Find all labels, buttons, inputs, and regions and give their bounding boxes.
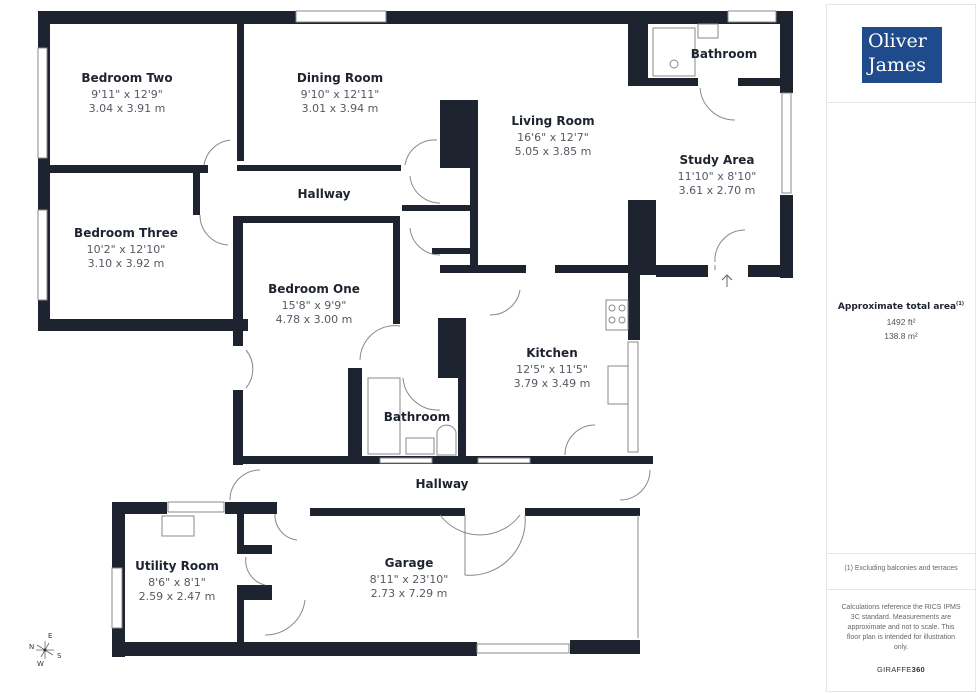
room-study-area-name: Study Area <box>680 153 755 167</box>
footnote: (1) Excluding balconies and terraces <box>844 565 958 572</box>
area-title: Approximate total area(1) <box>837 301 965 312</box>
svg-text:3.01 x 3.94 m: 3.01 x 3.94 m <box>302 102 379 115</box>
basin <box>697 23 719 39</box>
svg-text:16'6" x 12'7": 16'6" x 12'7" <box>517 131 589 144</box>
toilet-icon <box>436 424 457 456</box>
room-bathroom-name: Bathroom <box>691 47 757 61</box>
svg-text:2.73 x 7.29 m: 2.73 x 7.29 m <box>371 587 448 600</box>
sink-icon <box>607 365 629 405</box>
room-bedroom-three-name: Bedroom Three <box>74 226 178 240</box>
divider <box>827 553 975 554</box>
walls <box>38 11 793 657</box>
svg-text:10'2" x 12'10": 10'2" x 12'10" <box>87 243 166 256</box>
room-labels: Bedroom Two 9'11" x 12'9" 3.04 x 3.91 m … <box>74 47 757 603</box>
room-bathroom-2-name: Bathroom <box>384 410 450 424</box>
room-garage-name: Garage <box>385 556 434 570</box>
svg-text:S: S <box>57 652 62 660</box>
brand-logo: Oliver James <box>862 27 942 83</box>
room-dining-room-name: Dining Room <box>297 71 383 85</box>
svg-text:8'6" x 8'1": 8'6" x 8'1" <box>148 576 206 589</box>
svg-text:3.10 x 3.92 m: 3.10 x 3.92 m <box>88 257 165 270</box>
room-kitchen-name: Kitchen <box>526 346 578 360</box>
svg-text:11'10" x 8'10": 11'10" x 8'10" <box>678 170 757 183</box>
logo-section: Oliver James <box>827 5 975 103</box>
hob-icon <box>605 299 629 331</box>
divider <box>827 589 975 590</box>
room-utility-room-name: Utility Room <box>135 559 219 573</box>
utility-sink <box>161 515 195 537</box>
room-living-room-name: Living Room <box>511 114 594 128</box>
basin-2 <box>405 437 435 455</box>
floor-plan: Bedroom Two 9'11" x 12'9" 3.04 x 3.91 m … <box>29 10 793 668</box>
room-hallway-2-name: Hallway <box>415 477 468 491</box>
svg-text:9'11" x 12'9": 9'11" x 12'9" <box>91 88 163 101</box>
svg-text:3.61 x 2.70 m: 3.61 x 2.70 m <box>679 184 756 197</box>
compass-icon: N E S W <box>29 632 62 668</box>
fixtures <box>161 23 733 537</box>
svg-text:5.05 x 3.85 m: 5.05 x 3.85 m <box>515 145 592 158</box>
svg-text:N: N <box>29 643 34 651</box>
windows <box>37 10 792 654</box>
svg-text:E: E <box>48 632 52 640</box>
area-ft: 1492 ft² <box>886 317 916 327</box>
shower-drain-icon <box>669 59 679 69</box>
doors <box>199 87 746 638</box>
svg-text:3.79 x 3.49 m: 3.79 x 3.49 m <box>514 377 591 390</box>
info-sidebar: Oliver James Approximate total area(1) 1… <box>826 4 976 692</box>
svg-text:W: W <box>37 660 44 668</box>
bath <box>367 377 401 455</box>
room-bedroom-two-name: Bedroom Two <box>81 71 172 85</box>
room-hallway-name: Hallway <box>297 187 350 201</box>
svg-text:15'8" x 9'9": 15'8" x 9'9" <box>282 299 347 312</box>
svg-text:8'11" x 23'10": 8'11" x 23'10" <box>370 573 449 586</box>
svg-text:9'10" x 12'11": 9'10" x 12'11" <box>301 88 380 101</box>
giraffe360-brand: GIRAFFE360 <box>876 665 926 674</box>
area-m: 138.8 m² <box>884 331 918 341</box>
svg-text:2.59 x 2.47 m: 2.59 x 2.47 m <box>139 590 216 603</box>
svg-text:3.04 x 3.91 m: 3.04 x 3.91 m <box>89 102 166 115</box>
shower-tray <box>652 27 696 77</box>
disclaimer: Calculations reference the RICS IPMS 3C … <box>841 604 961 651</box>
room-bedroom-one-name: Bedroom One <box>268 282 360 296</box>
entrance-arrow-icon <box>721 274 733 287</box>
svg-text:12'5" x 11'5": 12'5" x 11'5" <box>516 363 588 376</box>
svg-text:4.78 x 3.00 m: 4.78 x 3.00 m <box>276 313 353 326</box>
